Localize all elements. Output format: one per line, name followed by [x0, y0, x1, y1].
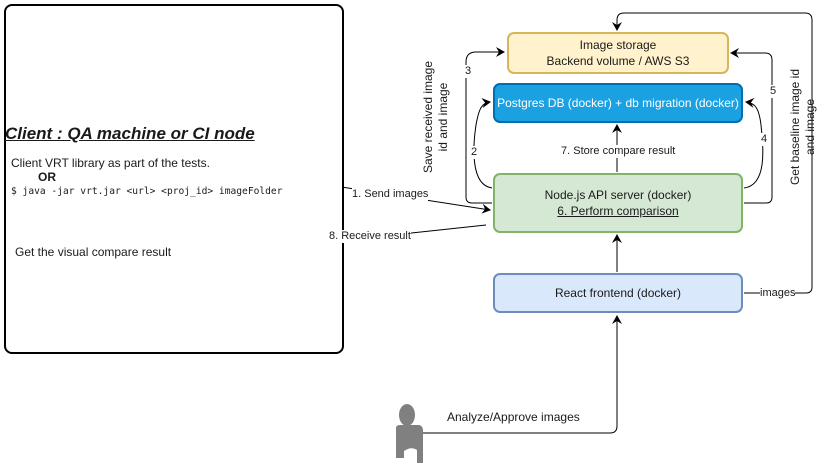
- client-command: $ java -jar vrt.jar <url> <proj_id> imag…: [11, 186, 283, 197]
- step4-label: 4: [761, 133, 768, 146]
- perform-comparison-label: 6. Perform comparison: [557, 204, 679, 218]
- react-label: React frontend (docker): [554, 286, 682, 300]
- edge-images: [612, 12, 813, 294]
- get-baseline-line2: and image: [803, 98, 817, 156]
- receive-result-label: 8. Receive result: [329, 230, 411, 243]
- postgres-label: Postgres DB (docker) + db migration (doc…: [497, 96, 739, 110]
- edge-step4: [743, 97, 764, 189]
- get-baseline-line1: Get baseline image id: [788, 68, 802, 186]
- user-icon: [396, 404, 423, 463]
- edge-step5: [730, 48, 773, 204]
- save-received-label: Save received image id and image: [421, 57, 451, 177]
- node-image-storage[interactable]: Image storage Backend volume / AWS S3: [507, 32, 729, 74]
- step2-label: 2: [471, 146, 478, 159]
- api-server-title: Node.js API server (docker): [544, 188, 692, 202]
- save-received-line1: Save received image: [421, 60, 435, 174]
- edge-step2: [473, 98, 493, 189]
- node-postgres-db[interactable]: Postgres DB (docker) + db migration (doc…: [493, 83, 743, 123]
- client-or-label: OR: [38, 170, 56, 184]
- store-compare-label: 7. Store compare result: [561, 145, 676, 158]
- images-label: images: [760, 287, 796, 300]
- image-storage-title: Image storage: [579, 38, 657, 52]
- get-baseline-label: Get baseline image id and image: [788, 64, 818, 190]
- node-api-server[interactable]: Node.js API server (docker) 6. Perform c…: [493, 173, 743, 233]
- edge-step3: [465, 47, 505, 204]
- step3-label: 3: [465, 65, 472, 78]
- send-images-label: 1. Send images: [352, 188, 429, 201]
- step5-label: 5: [770, 85, 777, 98]
- client-description: Client VRT library as part of the tests.: [11, 156, 210, 170]
- edge-analyze: [423, 315, 622, 434]
- analyze-label: Analyze/Approve images: [447, 410, 580, 424]
- save-received-line2: id and image: [436, 82, 450, 152]
- node-react-frontend[interactable]: React frontend (docker): [493, 273, 743, 313]
- client-container: [4, 4, 344, 354]
- client-title: Client : QA machine or CI node: [5, 124, 255, 143]
- image-storage-subtitle: Backend volume / AWS S3: [546, 54, 690, 68]
- client-result-text: Get the visual compare result: [15, 245, 172, 259]
